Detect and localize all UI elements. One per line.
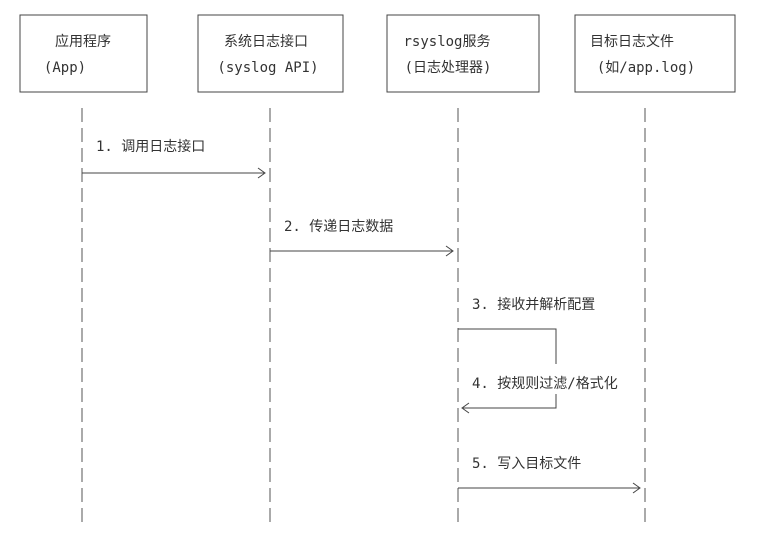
arrow-head-icon xyxy=(632,482,641,494)
message-2: 2. 传递日志数据 xyxy=(270,219,454,257)
participant-name: rsyslog服务 xyxy=(403,34,490,50)
self-message-return xyxy=(463,394,557,409)
participant-name: 目标日志文件 xyxy=(590,34,674,50)
message-3: 3. 接收并解析配置 xyxy=(458,296,595,364)
message-label: 3. 接收并解析配置 xyxy=(472,296,595,313)
participant-subtitle: (App) xyxy=(44,60,86,76)
arrow-head-icon xyxy=(445,245,454,257)
participant-subtitle: (如/app.log) xyxy=(597,60,695,76)
participant-name: 系统日志接口 xyxy=(224,33,308,50)
participant-syslog-api: 系统日志接口 (syslog API) xyxy=(197,14,344,93)
participant-box xyxy=(574,14,736,93)
arrow-head-icon xyxy=(461,402,470,414)
message-label: 4. 按规则过滤/格式化 xyxy=(472,376,618,392)
participant-app: 应用程序 (App) xyxy=(19,14,148,93)
message-4: 4. 按规则过滤/格式化 xyxy=(461,376,618,414)
message-1: 1. 调用日志接口 xyxy=(82,138,266,179)
arrow-head-icon xyxy=(257,167,266,179)
participant-rsyslog: rsyslog服务 (日志处理器) xyxy=(386,14,540,93)
message-label: 1. 调用日志接口 xyxy=(96,138,205,155)
message-label: 2. 传递日志数据 xyxy=(284,219,393,235)
participant-subtitle: (syslog API) xyxy=(217,60,318,76)
message-label: 5. 写入目标文件 xyxy=(472,456,581,472)
participant-subtitle: (日志处理器) xyxy=(405,60,492,76)
participant-box xyxy=(19,14,148,93)
participant-file: 目标日志文件 (如/app.log) xyxy=(574,14,736,93)
participant-box xyxy=(386,14,540,93)
participant-box xyxy=(197,14,344,93)
message-5: 5. 写入目标文件 xyxy=(458,456,641,494)
self-message-bracket xyxy=(458,328,557,364)
participant-name: 应用程序 xyxy=(55,33,111,50)
